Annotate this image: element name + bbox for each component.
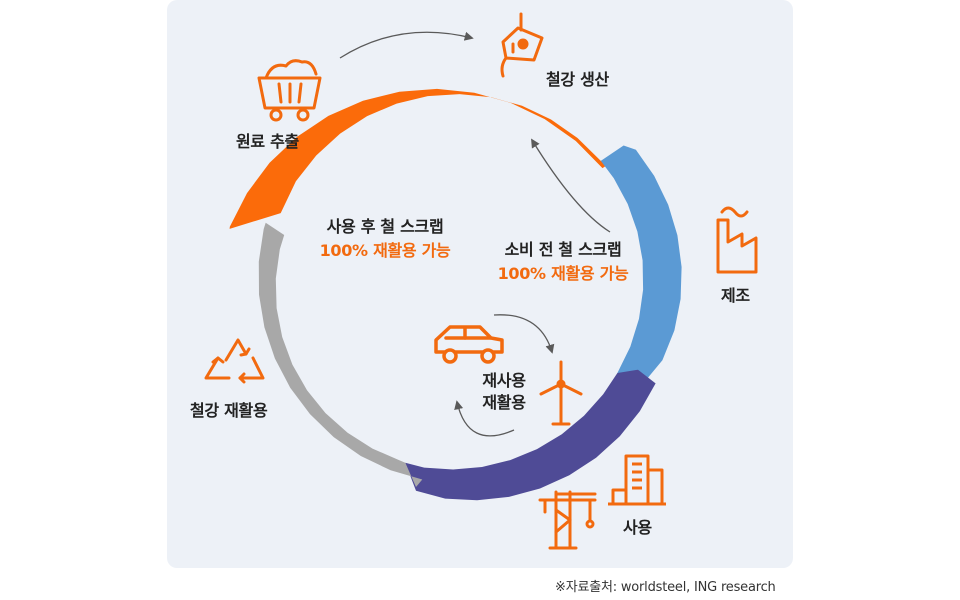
post-consumer-scrap-recyclable: 100% 재활용 가능 — [319, 241, 451, 260]
mine-cart-icon — [257, 59, 322, 122]
crane-icon — [538, 490, 597, 550]
stage-label-use: 사용 — [623, 518, 652, 537]
stage-label-extraction: 원료 추출 — [236, 132, 299, 151]
pre-consumer-scrap-block: 소비 전 철 스크랩 100% 재활용 가능 — [483, 238, 643, 286]
flow-arrow-extraction-to-production — [339, 31, 474, 59]
segment-manufacturing-use — [405, 369, 656, 501]
post-consumer-scrap-title: 사용 후 철 스크랩 — [326, 217, 444, 236]
flow-arrow-reuse-bottom — [454, 400, 515, 437]
flow-arrow-preconsumer-return — [531, 138, 611, 233]
segment-extraction-production — [229, 88, 627, 229]
source-credit: ※자료출처: worldsteel, ING research — [555, 580, 776, 595]
flow-arrow-reuse-top — [493, 314, 555, 354]
reuse-recycle-block: 재사용 재활용 — [464, 370, 544, 414]
stage-label-production: 철강 생산 — [546, 70, 609, 89]
ladle-icon — [500, 12, 544, 78]
post-consumer-scrap-block: 사용 후 철 스크랩 100% 재활용 가능 — [305, 215, 465, 263]
building-icon — [608, 454, 666, 506]
wind-turbine-icon — [539, 360, 583, 426]
stage-label-recycling: 철강 재활용 — [190, 401, 268, 420]
recycle-icon — [204, 338, 265, 384]
reuse-label: 재사용 — [482, 371, 526, 390]
segment-production-manufacturing — [600, 145, 682, 390]
recycle-label: 재활용 — [482, 393, 526, 412]
car-icon — [434, 325, 504, 364]
pre-consumer-scrap-title: 소비 전 철 스크랩 — [504, 240, 622, 259]
segment-use-recycling — [258, 222, 423, 488]
pre-consumer-scrap-recyclable: 100% 재활용 가능 — [497, 264, 629, 283]
factory-icon — [716, 206, 758, 274]
stage-label-manufacturing: 제조 — [721, 286, 750, 305]
